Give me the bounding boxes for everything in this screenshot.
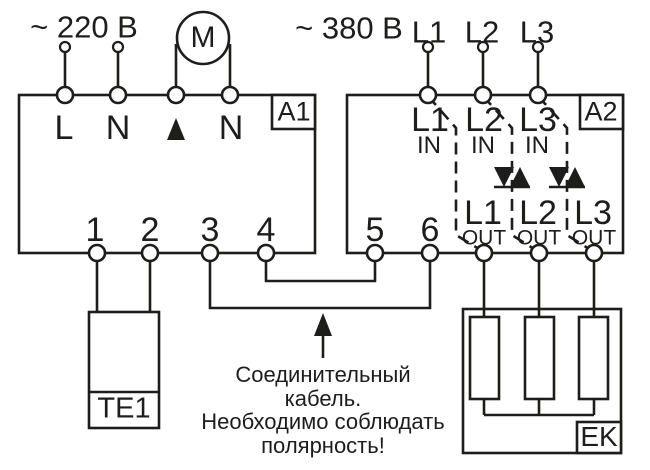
supply-connector-icon — [531, 40, 545, 54]
cable-links — [208, 253, 432, 310]
te1-sensor — [87, 253, 161, 430]
a2-label-box — [578, 93, 625, 131]
cable-note-line: Соединительный — [235, 362, 411, 387]
a2-in-phase-l2: L2 — [465, 101, 503, 139]
a1-terminal-label-n2: N — [218, 109, 244, 147]
phase-label-l2: L2 — [464, 14, 500, 50]
terminal-heat — [166, 85, 186, 105]
supply-connector-icon — [111, 40, 125, 54]
triac-icon — [494, 167, 530, 189]
te1-label: TE1 — [97, 392, 151, 425]
a2-out-phase-l2: L2 — [519, 194, 557, 232]
heater-element-icon — [523, 315, 556, 401]
cable-note: Соединительный кабель. Необходимо соблюд… — [201, 363, 444, 457]
motor-label: M — [190, 21, 216, 54]
terminal-l3-in — [528, 85, 548, 105]
terminal-l1-in — [418, 85, 438, 105]
terminal-l1-out — [474, 243, 494, 263]
heater-element-icon — [577, 315, 610, 401]
a2-phase-paths — [427, 95, 595, 254]
terminal-2 — [140, 243, 160, 263]
supply-380-label: ~ 380 В — [295, 10, 403, 46]
terminals — [55, 85, 604, 263]
ek-label: EK — [580, 421, 618, 452]
a2-out-label-l1: OUT — [461, 226, 507, 250]
ek-heater — [461, 253, 623, 455]
triac-icons — [494, 167, 585, 189]
terminal-number-5: 5 — [365, 211, 385, 249]
cable-note-line: полярность! — [261, 432, 385, 458]
heater-element-icon — [468, 315, 501, 401]
terminal-number-4: 4 — [256, 211, 276, 249]
a2-in-phase-l1: L1 — [411, 101, 449, 139]
a2-out-label-l3: OUT — [571, 226, 617, 250]
a1-box — [17, 93, 317, 255]
a2-out-phase-l1: L1 — [464, 194, 502, 232]
supply-connector-icon — [421, 40, 435, 54]
terminal-3 — [200, 243, 220, 263]
a2-in-label-l3: IN — [525, 132, 549, 159]
a2-out-label-l2: OUT — [516, 226, 562, 250]
phase-label-l3: L3 — [519, 14, 555, 50]
a2-in-phase-l3: L3 — [519, 101, 557, 139]
a1-terminal-label-l: L — [54, 109, 74, 147]
a1-label-box — [270, 93, 317, 131]
supply-connector-icon — [476, 40, 490, 54]
terminal-n2 — [220, 85, 240, 105]
a2-out-phase-l3: L3 — [574, 194, 612, 232]
ek-label-box — [575, 420, 623, 455]
a2-in-label-l1: IN — [417, 132, 441, 159]
supply-connector-icon — [58, 40, 72, 54]
cable-note-line: Необходимо соблюдать — [201, 409, 445, 434]
terminal-6 — [420, 243, 440, 263]
a1-terminal-label-n1: N — [105, 109, 131, 147]
cable-note-line: кабель. — [284, 385, 362, 411]
terminal-4 — [256, 243, 276, 263]
terminal-number-1: 1 — [85, 211, 105, 249]
terminal-5 — [365, 243, 385, 263]
terminal-l2-out — [529, 243, 549, 263]
a2-in-label-l2: IN — [471, 132, 495, 159]
triac-icon — [549, 167, 585, 189]
terminal-number-6: 6 — [420, 211, 440, 249]
terminal-1 — [87, 243, 107, 263]
triangle-mark-icon — [167, 118, 185, 140]
arrow-up-icon — [314, 313, 332, 358]
terminal-n1 — [108, 85, 128, 105]
terminal-number-2: 2 — [140, 211, 160, 249]
terminal-l3-out — [584, 243, 604, 263]
a2-label: A2 — [584, 96, 618, 127]
terminal-l2-in — [473, 85, 493, 105]
terminal-number-3: 3 — [200, 211, 220, 249]
supply-220-label: ~ 220 В — [30, 9, 138, 45]
phase-label-l1: L1 — [411, 14, 447, 50]
terminal-l — [55, 85, 75, 105]
a1-label: A1 — [277, 96, 311, 127]
